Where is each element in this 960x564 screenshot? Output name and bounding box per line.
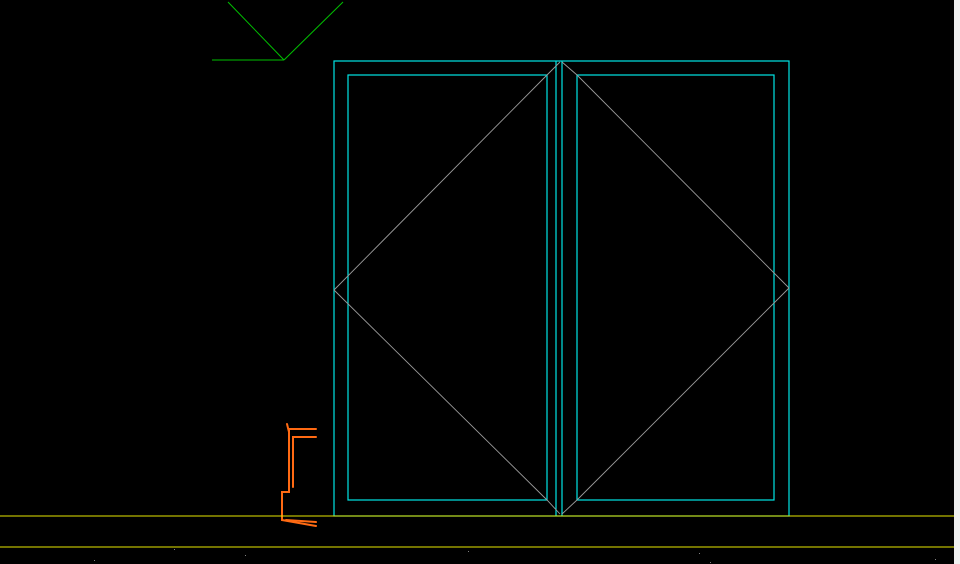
opening-indicators: [333, 61, 790, 515]
left-sash-frame: [347, 74, 548, 501]
right-sash-frame: [576, 74, 775, 501]
left-sash-open-line-bottom: [333, 289, 561, 515]
right-sash-open-line-bottom: [561, 287, 790, 515]
level-marker-symbol: [212, 1, 344, 61]
sill-detail-tick: [286, 423, 290, 433]
window-frame: [333, 60, 790, 517]
sill-detail-profile: [281, 423, 317, 527]
grid-dot: [935, 559, 936, 560]
floor-lines: [0, 515, 954, 548]
sill-detail-bottom-line: [285, 519, 317, 523]
grid-dot: [468, 551, 469, 552]
grid-dot: [710, 562, 711, 563]
grid-dot: [94, 560, 95, 561]
grid-dot: [245, 555, 246, 556]
grid-dots: [94, 549, 936, 563]
grid-dot: [174, 549, 175, 550]
sill-detail-inner-line: [292, 436, 317, 488]
grid-dot: [699, 553, 700, 554]
right-sash-open-line-top: [561, 61, 790, 289]
level-marker-left-leg: [227, 1, 285, 61]
sill-detail-outer-line: [281, 428, 317, 527]
level-marker-right-leg: [283, 1, 344, 61]
left-sash-open-line-top: [333, 61, 561, 291]
viewport-edge-strip: [954, 0, 960, 564]
